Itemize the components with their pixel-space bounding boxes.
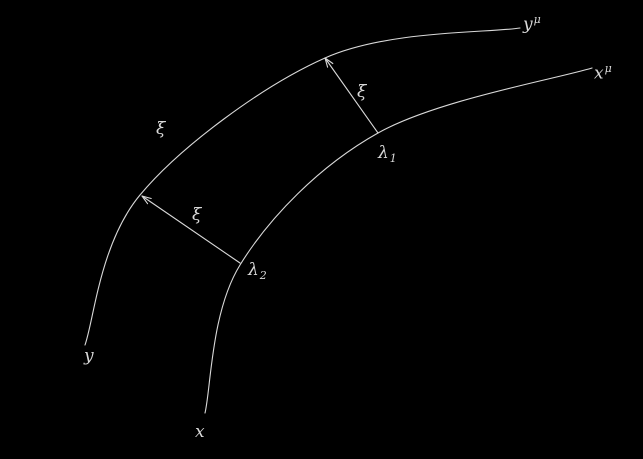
arrowhead-icon xyxy=(141,195,152,205)
label-x-start: x xyxy=(195,422,205,442)
label-xi-left: ξ xyxy=(156,119,166,139)
label-xi-lambda1: ξ xyxy=(357,82,367,102)
label-y-start: y xyxy=(84,346,94,366)
label-lambda-2-sub: 2 xyxy=(259,269,267,283)
x-curve xyxy=(204,67,593,414)
label-lambda-1-base: λ xyxy=(378,143,389,163)
label-x-mu-sup: μ xyxy=(604,62,612,75)
xi-vector-lambda1-shaft xyxy=(324,57,379,134)
label-x-mu-base: x xyxy=(594,63,604,84)
label-y-mu: yμ xyxy=(523,14,541,34)
label-lambda-1-sub: 1 xyxy=(389,152,397,166)
label-lambda-2: λ2 xyxy=(248,260,267,283)
xi-vector-lambda2 xyxy=(141,195,241,264)
label-lambda-1: λ1 xyxy=(378,143,397,166)
xi-vector-lambda1 xyxy=(324,57,379,134)
label-y-mu-sup: μ xyxy=(533,13,541,26)
label-x-mu: xμ xyxy=(594,63,612,83)
arrowhead-icon xyxy=(324,57,334,68)
label-xi-lambda2: ξ xyxy=(192,205,202,225)
label-y-mu-base: y xyxy=(523,14,533,35)
xi-vector-lambda2-shaft xyxy=(141,195,241,264)
y-curve xyxy=(84,27,521,346)
label-lambda-2-base: λ xyxy=(248,260,259,280)
